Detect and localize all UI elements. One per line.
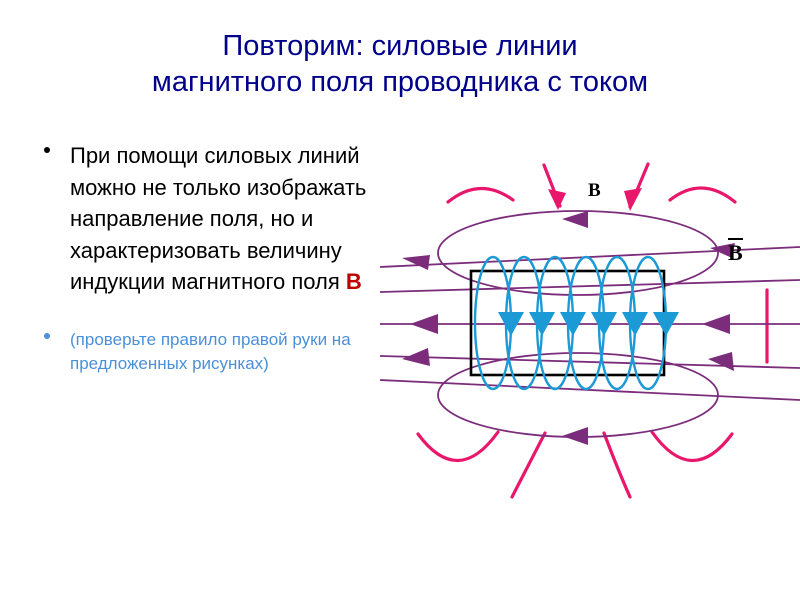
axial-field-line-1-arrow-left xyxy=(402,255,430,270)
axial-field-line-5 xyxy=(380,379,800,401)
field-loop-upper-ellipse xyxy=(437,210,719,296)
axial-field-line-5-arrow-right xyxy=(708,352,734,371)
pink-line-bottom-right xyxy=(602,431,632,499)
field-label-b-vector-right-text: B xyxy=(728,238,743,265)
axial-field-line-3-arrow-left xyxy=(410,314,438,334)
current-arrow-1 xyxy=(498,312,524,336)
page-title-line-2: магнитного поля проводника с током xyxy=(151,66,649,98)
axial-field-lines xyxy=(380,243,800,401)
field-loop-lower xyxy=(437,352,719,445)
current-arrow-6 xyxy=(653,312,679,336)
axial-field-line-4 xyxy=(380,355,800,369)
pink-arc-top-right xyxy=(668,186,737,204)
axial-field-line-1-arrow-right xyxy=(710,243,735,258)
pink-arc-bottom-left xyxy=(416,430,500,462)
current-direction-arrows xyxy=(498,312,679,336)
bullet-dot-icon xyxy=(44,146,50,153)
axial-field-line-5-arrow-left xyxy=(402,348,430,366)
bullet-item-1-text: При помощи силовых линий можно не только… xyxy=(70,140,394,298)
bullet-item-1: При помощи силовых линий можно не только… xyxy=(34,140,394,298)
axial-field-line-3-arrow-right xyxy=(702,314,730,334)
current-arrow-5 xyxy=(622,312,648,336)
field-loop-lower-arrowhead xyxy=(562,427,588,445)
pink-line-bottom-left xyxy=(510,431,547,499)
current-arrow-3 xyxy=(560,312,586,336)
field-loop-upper xyxy=(437,210,719,296)
bullet-dot-icon xyxy=(44,333,50,340)
bullet-item-1-body: При помощи силовых линий можно не только… xyxy=(70,143,367,294)
current-arrow-2 xyxy=(529,312,555,336)
bullet-item-2-text: (проверьте правило правой руки на предло… xyxy=(70,329,351,373)
current-arrow-4 xyxy=(591,312,617,336)
bullet-item-2: (проверьте правило правой руки на предло… xyxy=(34,328,394,376)
field-label-b-vector-right: B xyxy=(728,238,743,266)
pink-arc-bottom-right xyxy=(650,430,734,462)
bullet-list: При помощи силовых линий можно не только… xyxy=(34,140,394,394)
field-label-b-top: B xyxy=(588,180,601,201)
pink-arrow-head-top-right xyxy=(624,188,642,211)
outer-field-arcs-bottom xyxy=(416,430,734,499)
page-title-line-1: Повторим: силовые линии xyxy=(222,30,578,62)
solenoid-magnetic-field-diagram: .fl { fill: none; stroke: #7B2D7B; strok… xyxy=(380,140,800,500)
bullet-item-1-emphasis: В xyxy=(345,269,362,294)
axial-field-line-2 xyxy=(380,279,800,293)
page-title: Повторим: силовые линии магнитного поля … xyxy=(40,28,760,100)
pink-arrow-head-top-left xyxy=(548,189,566,210)
outer-field-arcs-top xyxy=(446,162,737,211)
pink-arc-top-left xyxy=(446,186,515,204)
field-loop-upper-arrowhead xyxy=(562,211,588,228)
